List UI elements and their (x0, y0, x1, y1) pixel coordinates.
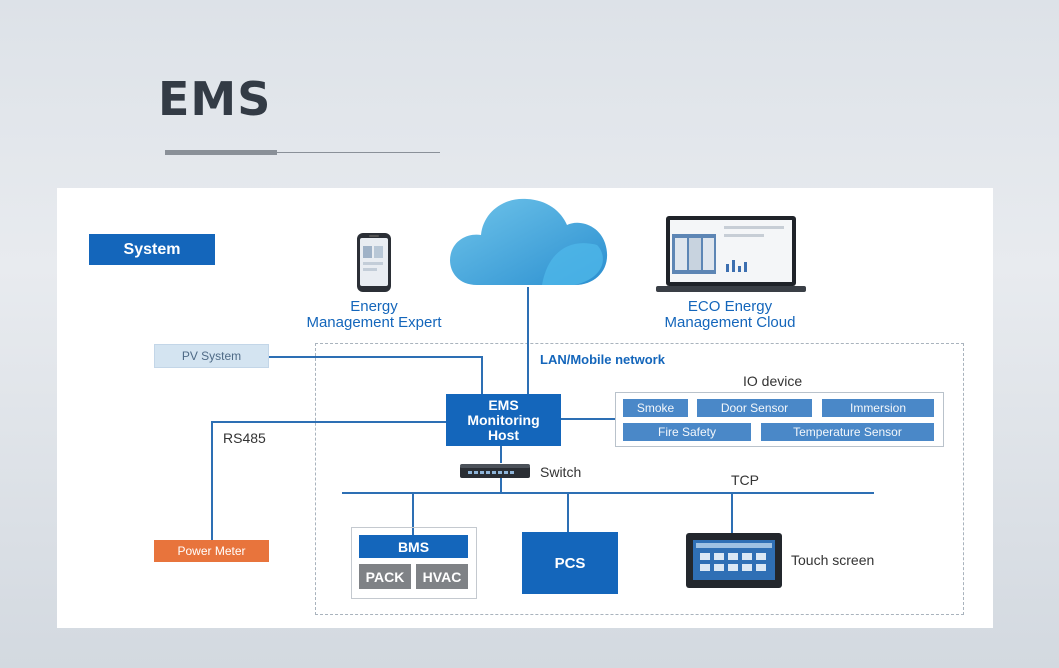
ems-host-line2: Monitoring (467, 411, 540, 428)
rs485-label: RS485 (223, 430, 266, 446)
local-system-boundary (315, 343, 964, 615)
energy-expert-line1: Energy (350, 298, 398, 315)
io-temperature-sensor: Temperature Sensor (761, 423, 934, 441)
pv-system-box: PV System (154, 344, 269, 368)
page-title: EMS (158, 72, 272, 126)
pv-link-line-h (268, 356, 482, 358)
switch-label: Switch (540, 464, 582, 480)
io-device-label: IO device (743, 373, 803, 389)
power-meter-box: Power Meter (154, 540, 269, 562)
io-device-group (615, 392, 944, 447)
rs485-line-v (211, 421, 213, 540)
touch-screen-icon (686, 533, 782, 588)
ems-host-line3: Host (487, 426, 520, 443)
bms-drop-line (412, 493, 414, 535)
pack-box: PACK (359, 564, 411, 589)
io-link-line (561, 418, 615, 420)
title-underline-accent (165, 150, 277, 155)
cloud-link-line (527, 287, 529, 394)
hvac-box: HVAC (416, 564, 468, 589)
switch-bus-line (500, 478, 502, 493)
tcp-label: TCP (731, 472, 759, 488)
io-smoke: Smoke (623, 399, 688, 417)
phone-icon (355, 232, 393, 293)
io-door-sensor: Door Sensor (697, 399, 812, 417)
eco-cloud-line1: ECO Energy (687, 298, 773, 315)
laptop-icon (656, 214, 806, 294)
pcs-drop-line (567, 493, 569, 532)
pcs-box: PCS (522, 532, 618, 594)
eco-cloud-line2: Management Cloud (664, 314, 796, 331)
title-underline (165, 152, 440, 153)
ems-host-box: EMS Monitoring Host (446, 394, 561, 446)
energy-expert-label: Energy Management Expert (285, 299, 463, 331)
bms-group (351, 527, 477, 599)
energy-expert-line2: Management Expert (306, 314, 442, 331)
touch-screen-label: Touch screen (791, 552, 875, 568)
rs485-line-h (211, 421, 446, 423)
switch-icon (460, 463, 530, 479)
ems-host-line1: EMS (488, 396, 519, 413)
cloud-icon (447, 195, 610, 287)
io-immersion: Immersion (822, 399, 934, 417)
touch-drop-line (731, 493, 733, 533)
lan-network-label: LAN/Mobile network (540, 352, 665, 367)
pv-link-line-v (481, 356, 483, 394)
eco-cloud-label: ECO Energy Management Cloud (640, 299, 820, 331)
host-switch-line (500, 446, 502, 463)
tcp-bus-line (342, 492, 874, 494)
io-fire-safety: Fire Safety (623, 423, 751, 441)
bms-box: BMS (359, 535, 468, 558)
system-label: System (89, 234, 215, 265)
